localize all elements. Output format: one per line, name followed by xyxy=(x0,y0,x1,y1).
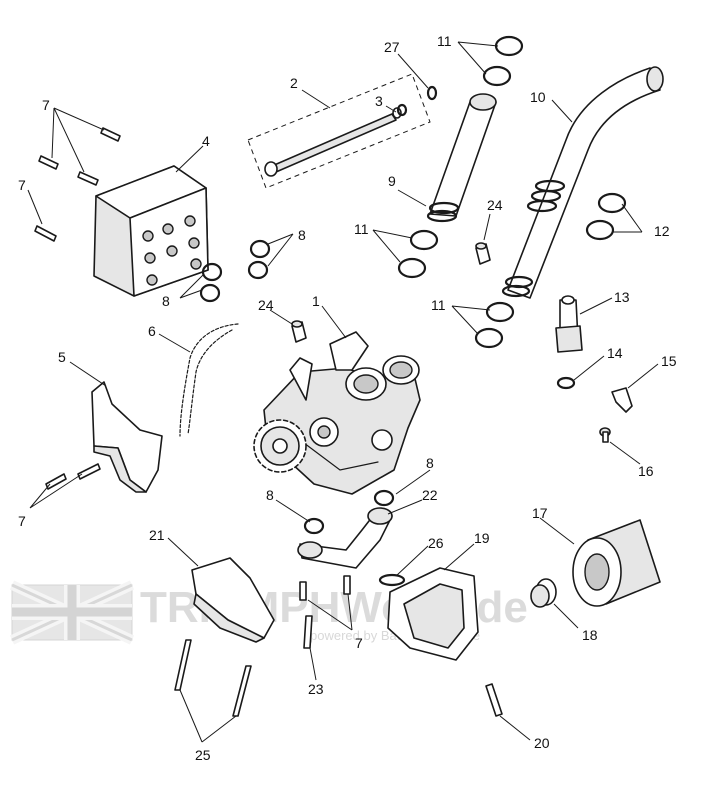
callout-6: 6 xyxy=(148,323,156,339)
bolt-7-f xyxy=(77,463,101,480)
transfer-pipe-22 xyxy=(297,507,393,569)
callout-9: 9 xyxy=(388,173,396,189)
callout-11-low: 11 xyxy=(431,297,446,313)
o-ring-11-c xyxy=(409,229,439,251)
o-ring-11-b xyxy=(482,65,512,87)
oil-pump-1 xyxy=(263,331,421,495)
callout-11-top: 11 xyxy=(437,33,452,49)
oil-filter-17 xyxy=(572,519,661,607)
drive-chain-6 xyxy=(179,323,239,437)
bolt-7-c xyxy=(77,171,99,186)
callout-17: 17 xyxy=(532,505,548,521)
oil-strainer-19 xyxy=(387,567,479,661)
bolt-7-h xyxy=(343,575,351,595)
bolt-7-a xyxy=(100,127,121,142)
o-ring-27 xyxy=(426,85,438,101)
callout-13: 13 xyxy=(614,289,630,305)
callout-7-left: 7 xyxy=(18,177,26,193)
bracket-5 xyxy=(91,381,163,493)
callout-19: 19 xyxy=(474,530,490,546)
callout-23: 23 xyxy=(308,681,324,697)
callout-7-bottom: 7 xyxy=(355,635,363,651)
callout-25: 25 xyxy=(195,747,211,763)
bolt-7-d xyxy=(34,225,57,242)
oil-pipe-10 xyxy=(501,66,664,299)
o-ring-12-b xyxy=(585,219,615,241)
o-ring-8-a xyxy=(249,239,271,259)
callout-5: 5 xyxy=(58,349,66,365)
oil-pressure-switch-13 xyxy=(555,295,583,353)
oil-cooler-4 xyxy=(93,165,209,297)
bolt-23 xyxy=(303,615,313,649)
o-ring-11-d xyxy=(397,257,427,279)
leader-lines xyxy=(27,41,659,743)
o-ring-8-b xyxy=(247,260,269,280)
callout-8-top: 8 xyxy=(298,227,306,243)
o-ring-8-d xyxy=(199,283,221,303)
callout-labels: 2 3 27 11 10 9 11 24 12 11 13 14 15 16 7… xyxy=(18,33,677,763)
callout-21: 21 xyxy=(149,527,165,543)
callout-3: 3 xyxy=(375,93,383,109)
bolt-25-a xyxy=(174,639,192,691)
bolt-16 xyxy=(599,427,611,443)
callout-24-top: 24 xyxy=(487,197,503,213)
o-ring-12-a xyxy=(597,192,627,214)
o-ring-11-f xyxy=(474,327,504,349)
callout-27: 27 xyxy=(384,39,400,55)
bolt-20 xyxy=(485,683,503,717)
bolt-7-b xyxy=(38,155,59,170)
callout-26: 26 xyxy=(428,535,444,551)
o-ring-11-e xyxy=(485,301,515,323)
filter-adaptor-18 xyxy=(530,578,557,608)
bolt-7-g xyxy=(299,581,307,601)
callout-8-left: 8 xyxy=(162,293,170,309)
dowel-24-b xyxy=(291,320,307,343)
dowel-24-a xyxy=(475,242,491,265)
bolt-assembly-2 xyxy=(247,73,431,189)
union-jack-logo xyxy=(9,580,135,645)
callout-7-top: 7 xyxy=(42,97,50,113)
callout-15: 15 xyxy=(661,353,677,369)
callout-14: 14 xyxy=(607,345,623,361)
callout-24-mid: 24 xyxy=(258,297,274,313)
callout-11-mid: 11 xyxy=(354,221,369,237)
callout-1: 1 xyxy=(312,293,320,309)
washer-14 xyxy=(556,376,576,390)
oil-pipe-9 xyxy=(426,93,497,223)
callout-18: 18 xyxy=(582,627,598,643)
callout-16: 16 xyxy=(638,463,654,479)
gasket-26 xyxy=(378,573,406,587)
callout-22: 22 xyxy=(422,487,438,503)
callout-7-lower-left: 7 xyxy=(18,513,26,529)
pump-drive-sprocket xyxy=(253,419,307,473)
callout-2: 2 xyxy=(290,75,298,91)
callout-8-lower: 8 xyxy=(266,487,274,503)
o-ring-8-c xyxy=(201,262,223,282)
callout-12: 12 xyxy=(654,223,670,239)
callout-8-right: 8 xyxy=(426,455,434,471)
o-ring-8-f xyxy=(303,517,325,535)
bolt-25-b xyxy=(232,665,252,717)
callout-4: 4 xyxy=(202,133,210,149)
callout-20: 20 xyxy=(534,735,550,751)
clip-15 xyxy=(611,387,633,413)
o-ring-8-e xyxy=(373,489,395,507)
o-ring-11-a xyxy=(494,35,524,57)
callout-10: 10 xyxy=(530,89,546,105)
baffle-21 xyxy=(191,557,275,643)
